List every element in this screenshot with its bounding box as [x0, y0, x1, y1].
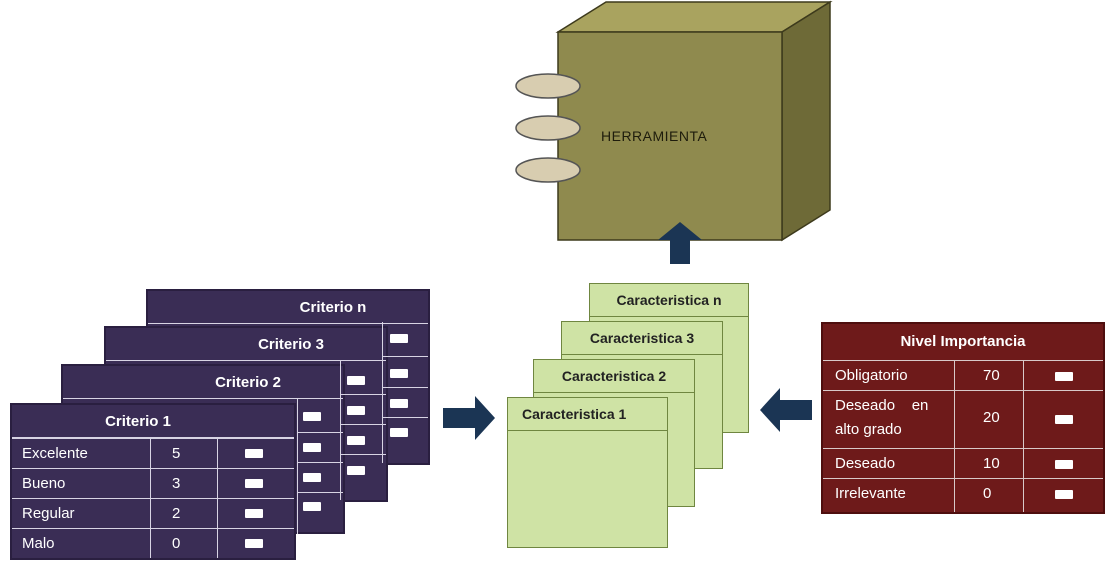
- score-checkbox[interactable]: [347, 376, 365, 385]
- arrow-left-icon: [760, 388, 812, 432]
- arrow-up-icon: [658, 222, 702, 264]
- score-checkbox[interactable]: [390, 399, 408, 408]
- divider: [382, 322, 383, 463]
- divider: [297, 398, 298, 534]
- row-value: 0: [172, 535, 181, 552]
- tool-label: HERRAMIENTA: [601, 128, 708, 144]
- importance-checkbox[interactable]: [1055, 460, 1073, 469]
- importance-checkbox[interactable]: [1055, 490, 1073, 499]
- divider: [340, 394, 386, 395]
- score-checkbox[interactable]: [303, 473, 321, 482]
- row-label: Obligatorio: [835, 367, 908, 384]
- row-value: 10: [983, 455, 1000, 472]
- score-checkbox[interactable]: [245, 509, 263, 518]
- criterion-row: Malo 0: [12, 528, 294, 559]
- row-value: 20: [983, 409, 1000, 426]
- score-checkbox[interactable]: [390, 334, 408, 343]
- criterion-title: Criterio 3: [106, 328, 386, 361]
- divider: [297, 432, 343, 433]
- row-value: 5: [172, 445, 181, 462]
- characteristic-title: Caracteristica 2: [534, 360, 694, 393]
- criterion-row: Bueno 3: [12, 468, 294, 499]
- score-checkbox[interactable]: [303, 412, 321, 421]
- score-checkbox[interactable]: [245, 449, 263, 458]
- divider: [297, 492, 343, 493]
- importance-row: Irrelevante 0: [823, 478, 1103, 513]
- divider: [954, 360, 955, 512]
- divider: [382, 387, 428, 388]
- divider: [382, 417, 428, 418]
- row-label-2: alto grado: [835, 421, 902, 438]
- importance-row: Deseado en alto grado 20: [823, 390, 1103, 449]
- divider: [297, 462, 343, 463]
- score-checkbox[interactable]: [245, 539, 263, 548]
- row-value: 3: [172, 475, 181, 492]
- score-checkbox[interactable]: [347, 406, 365, 415]
- score-checkbox[interactable]: [390, 428, 408, 437]
- criterion-title: Criterio 1: [12, 405, 294, 438]
- divider: [382, 356, 428, 357]
- divider: [340, 360, 341, 500]
- row-label: Bueno: [22, 475, 66, 492]
- importance-checkbox[interactable]: [1055, 372, 1073, 381]
- divider: [340, 454, 386, 455]
- characteristic-title: Caracteristica 1: [508, 398, 667, 431]
- score-checkbox[interactable]: [303, 443, 321, 452]
- row-value: 70: [983, 367, 1000, 384]
- row-label: Deseado: [835, 455, 896, 472]
- arrow-right-icon: [443, 396, 495, 440]
- importance-table: Nivel Importancia Obligatorio 70 Deseado…: [821, 322, 1105, 514]
- score-checkbox[interactable]: [390, 369, 408, 378]
- characteristic-title: Caracteristica 3: [562, 322, 722, 355]
- row-value: 2: [172, 505, 181, 522]
- row-label: Regular: [22, 505, 75, 522]
- importance-title: Nivel Importancia: [823, 324, 1103, 361]
- divider: [340, 424, 386, 425]
- score-checkbox[interactable]: [303, 502, 321, 511]
- row-label: Irrelevante: [835, 485, 906, 502]
- importance-row: Obligatorio 70: [823, 360, 1103, 391]
- criterion-row: Regular 2: [12, 498, 294, 529]
- score-checkbox[interactable]: [347, 466, 365, 475]
- score-checkbox[interactable]: [347, 436, 365, 445]
- characteristic-card-1: Caracteristica 1: [507, 397, 668, 548]
- row-label: Deseado en: [835, 397, 929, 414]
- importance-checkbox[interactable]: [1055, 415, 1073, 424]
- divider: [1023, 360, 1024, 512]
- score-checkbox[interactable]: [245, 479, 263, 488]
- row-value: 0: [983, 485, 992, 502]
- criterion-card-1: Criterio 1 Excelente 5 Bueno 3 Regular 2…: [10, 403, 296, 560]
- row-label: Excelente: [22, 445, 88, 462]
- importance-row: Deseado 10: [823, 448, 1103, 479]
- criterion-title: Criterio 2: [63, 366, 343, 399]
- characteristic-title: Caracteristica n: [590, 284, 748, 317]
- criterion-title: Criterio n: [148, 291, 428, 324]
- row-label: Malo: [22, 535, 55, 552]
- tool-cube: [515, 0, 833, 242]
- criterion-row: Excelente 5: [12, 438, 294, 469]
- tool-tabs: [515, 73, 581, 183]
